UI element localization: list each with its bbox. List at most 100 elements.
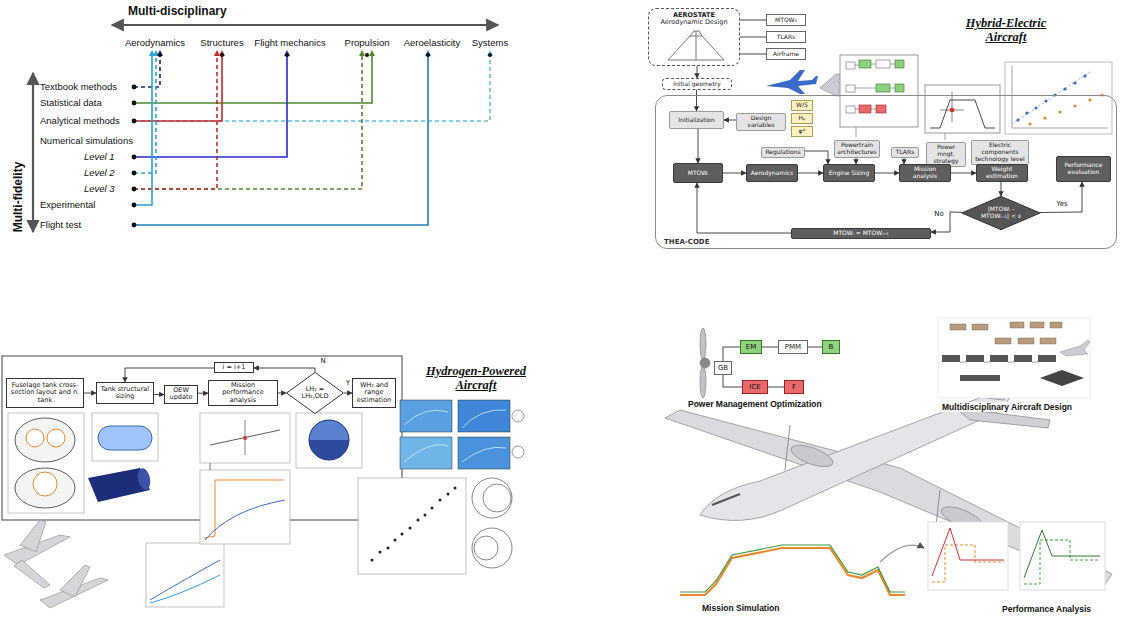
powertrain-sketch	[895, 84, 904, 92]
row-dot	[220, 53, 224, 57]
flow-arrow	[931, 212, 963, 232]
process-box: Performance evaluation	[1056, 156, 1111, 182]
box-label: Fuselage tank cross-section layout and n…	[9, 382, 81, 404]
powertrain-sketch	[876, 60, 890, 68]
panel-label: Performance Analysis	[1000, 604, 1093, 614]
hydrogen-panel	[2, 356, 402, 607]
powertrain-sketch	[856, 127, 857, 137]
performance-plot	[932, 528, 1004, 576]
hydrogen-panel	[26, 429, 44, 447]
hydrogen-panel	[210, 463, 211, 470]
hydrogen-panel	[136, 467, 152, 491]
connector-line	[808, 347, 822, 348]
flow-arrow	[951, 173, 976, 174]
mission-profile	[680, 548, 905, 595]
section-title: Hydrogen-Powered Aircraft	[418, 364, 534, 393]
mission-profile	[880, 545, 924, 562]
axis-arrow	[33, 25, 498, 232]
battery-block: B	[822, 340, 840, 354]
mini-flowchart	[960, 375, 1000, 381]
flow-arrow	[697, 183, 791, 233]
process-box: Engine Sizing	[823, 164, 875, 182]
box-label: Mission analysis	[902, 166, 948, 180]
powertrain-sketch	[895, 60, 904, 68]
scatter-plot	[1005, 62, 1112, 134]
row-dot	[132, 223, 137, 228]
row-dot	[158, 53, 162, 57]
powertrain-sketch	[840, 55, 918, 137]
fidelity-link	[134, 55, 490, 121]
powertrain-sketch	[846, 106, 855, 113]
performance-plot	[932, 545, 1004, 582]
wing-sketch	[696, 31, 697, 60]
arrow-head	[359, 50, 365, 56]
row-dot	[365, 53, 369, 57]
aircraft-render	[785, 425, 790, 470]
box-label: MTOWᵢ	[688, 170, 709, 177]
row-dot	[488, 53, 492, 57]
decision-diamond: LH₂ = LH₂,OLD	[286, 372, 344, 414]
process-box: OEW update	[164, 385, 198, 404]
mini-flowchart	[1014, 355, 1032, 362]
sizing-scatter	[472, 478, 512, 518]
row-label: Level 1	[84, 151, 115, 162]
row-label: Level 3	[84, 183, 115, 194]
box-label: |MTOWᵢ - MTOWᵢ₋₁| < ε	[975, 206, 1027, 220]
connector-line	[762, 347, 778, 348]
variable-box: φ*	[791, 126, 813, 137]
box-label: Design variables	[739, 115, 783, 129]
box-label: MTOW₀	[775, 17, 797, 24]
aircraft-render	[4, 520, 108, 608]
hydrogen-panel	[15, 468, 75, 508]
hydrogen-panel	[15, 418, 75, 462]
row-dot	[132, 155, 137, 160]
mini-flowchart	[966, 355, 984, 362]
column-label: Aerodynamics	[125, 37, 185, 48]
flow-arrow	[875, 173, 899, 174]
flow-arrow	[1001, 182, 1002, 196]
aircraft-render	[20, 520, 46, 552]
input-box: Airframe	[766, 48, 806, 60]
variable-box: Hₚ	[791, 113, 813, 124]
box-label: TLARs	[896, 149, 915, 156]
hydrogen-panel	[243, 436, 247, 440]
row-label: Analytical methods	[40, 115, 120, 126]
hydrogen-panel	[33, 472, 57, 496]
sizing-scatter	[358, 478, 466, 574]
hydrogen-panel	[296, 413, 362, 468]
box-label: AEROSTATE	[673, 12, 715, 19]
hydrogen-panel	[98, 426, 152, 450]
column-label: Structures	[200, 37, 243, 48]
sizing-scatter	[417, 519, 420, 522]
row-label: Experimental	[40, 199, 95, 210]
input-box: MTOW₀	[766, 14, 806, 26]
tool-box: AEROSTATEAerodynamic Design	[648, 8, 740, 66]
box-label: WH₂ and range estimation	[355, 382, 393, 404]
mini-flowchart	[972, 324, 988, 330]
hydrogen-panel	[146, 543, 224, 607]
row-label: Textbook methods	[40, 81, 117, 92]
scatter-plot	[1028, 93, 1103, 125]
mini-flowchart	[1060, 340, 1090, 356]
scatter-plot	[1012, 66, 1013, 128]
fidelity-link	[134, 55, 372, 103]
row-dot	[132, 101, 137, 106]
connector-line	[768, 387, 784, 388]
mini-flowchart	[950, 324, 966, 330]
performance-plot	[928, 522, 1008, 590]
input-box: Powertrain architectures	[834, 140, 880, 158]
fuel-block: F	[784, 380, 804, 394]
mini-flowchart	[990, 355, 1008, 362]
aircraft-icon	[766, 70, 818, 94]
box-label: φ*	[799, 128, 806, 135]
fidelity-link	[134, 55, 222, 121]
box-label: Aerodynamics	[751, 170, 793, 177]
box-label: OEW update	[167, 387, 195, 402]
code-frame: THEA-CODEInitializationDesign variablesW…	[655, 95, 1117, 249]
mini-flowchart	[1010, 322, 1024, 328]
flow-arrow	[698, 129, 699, 163]
flow-arrow	[254, 368, 315, 372]
arrow-head	[284, 50, 290, 56]
fidelity-link	[134, 55, 490, 225]
propeller	[700, 328, 706, 360]
